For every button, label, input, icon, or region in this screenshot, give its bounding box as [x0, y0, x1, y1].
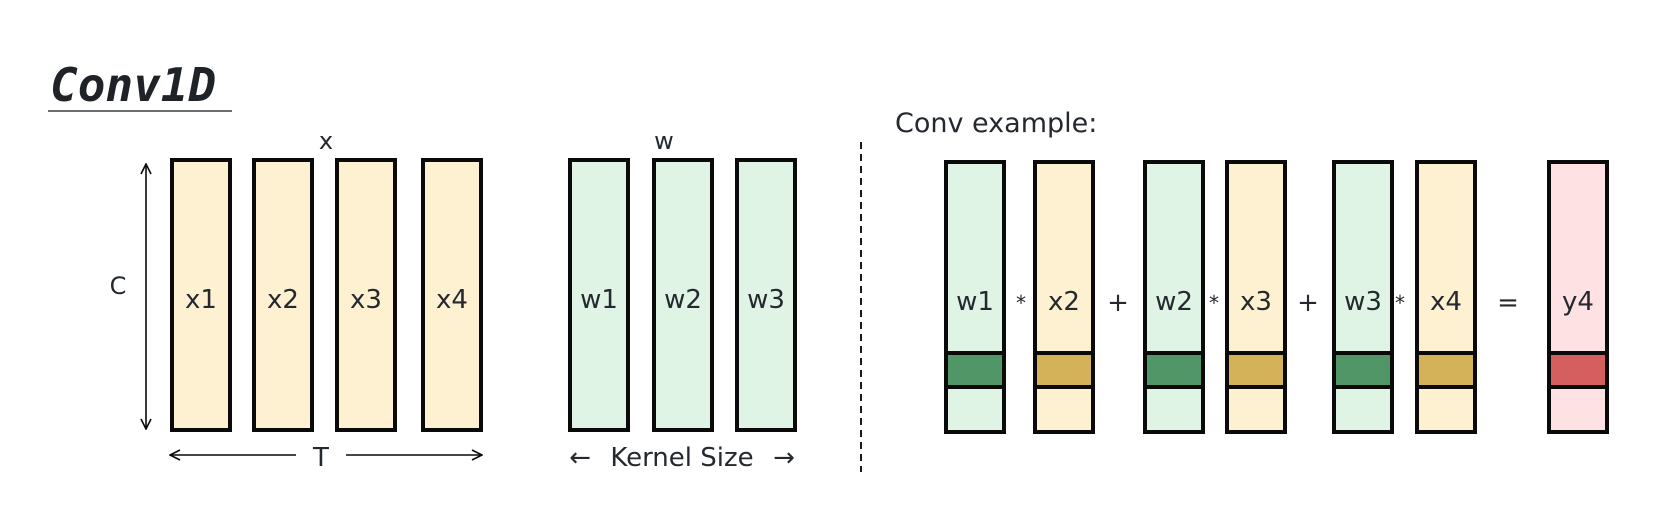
example-input-x3-label: x3	[1240, 287, 1272, 317]
input-column-x3-rect	[335, 158, 397, 432]
example-weight-w3: w3	[1332, 160, 1394, 434]
example-weight-w2: w2	[1143, 160, 1205, 434]
example-weight-w2-highlight-row	[1143, 351, 1205, 389]
example-input-x4: x4	[1415, 160, 1477, 434]
example-input-x3: x3	[1225, 160, 1287, 434]
example-output-y4-label: y4	[1562, 287, 1594, 317]
example-input-x4-highlight-row	[1415, 351, 1477, 389]
kernel-arrow-left-icon: ←	[569, 443, 591, 473]
kernel-column-w1-label: w1	[580, 285, 618, 315]
multiply-operator: *	[1016, 291, 1026, 315]
kernel-column-w1: w1	[568, 158, 630, 432]
example-output-y4: y4	[1547, 160, 1609, 434]
kernel-tensor-group: w w1 w2 w3 ← Kernel Size →	[568, 127, 797, 473]
input-column-x4-rect	[421, 158, 483, 432]
input-tensor-group: x C T x1 x2 x3 x4	[110, 127, 483, 473]
kernel-column-w2-label: w2	[664, 285, 702, 315]
kernel-column-w1-rect	[568, 158, 630, 432]
input-column-x1-rect	[170, 158, 232, 432]
plus-operator: +	[1297, 288, 1319, 318]
example-weight-w3-highlight-row	[1332, 351, 1394, 389]
input-column-x4-label: x4	[436, 285, 468, 315]
multiply-operator: *	[1209, 291, 1219, 315]
example-input-x2-highlight-row	[1033, 351, 1095, 389]
conv-example-group: Conv example: w1 * x2 + w2 * x3 + w3 * x4 = y4	[895, 108, 1609, 434]
example-output-y4-highlight-row	[1547, 351, 1609, 389]
input-column-x2-rect	[252, 158, 314, 432]
multiply-operator: *	[1395, 291, 1405, 315]
example-input-x3-highlight-row	[1225, 351, 1287, 389]
input-label: x	[319, 127, 333, 155]
input-column-x3-label: x3	[350, 285, 382, 315]
example-weight-w3-label: w3	[1344, 287, 1382, 317]
example-input-x2: x2	[1033, 160, 1095, 434]
example-weight-w1: w1	[944, 160, 1006, 434]
input-column-x1: x1	[170, 158, 232, 432]
input-column-x4: x4	[421, 158, 483, 432]
input-column-x2-label: x2	[267, 285, 299, 315]
example-input-x2-label: x2	[1048, 287, 1080, 317]
kernel-column-w3-label: w3	[747, 285, 785, 315]
example-heading: Conv example:	[895, 108, 1097, 139]
plus-operator: +	[1107, 288, 1129, 318]
page-title: Conv1D	[50, 58, 216, 112]
example-weight-w2-label: w2	[1155, 287, 1193, 317]
kernel-column-w3-rect	[735, 158, 797, 432]
example-weight-w1-highlight-row	[944, 351, 1006, 389]
channel-axis-label: C	[110, 272, 127, 300]
time-axis-label: T	[312, 443, 329, 473]
kernel-column-w3: w3	[735, 158, 797, 432]
kernel-label: w	[654, 127, 674, 155]
kernel-size-label: Kernel Size	[610, 443, 753, 473]
input-column-x3: x3	[335, 158, 397, 432]
kernel-column-w2: w2	[652, 158, 714, 432]
input-column-x2: x2	[252, 158, 314, 432]
equals-operator: =	[1497, 288, 1519, 318]
input-column-x1-label: x1	[185, 285, 217, 315]
kernel-column-w2-rect	[652, 158, 714, 432]
example-weight-w1-label: w1	[956, 287, 994, 317]
kernel-arrow-right-icon: →	[773, 443, 795, 473]
example-input-x4-label: x4	[1430, 287, 1462, 317]
